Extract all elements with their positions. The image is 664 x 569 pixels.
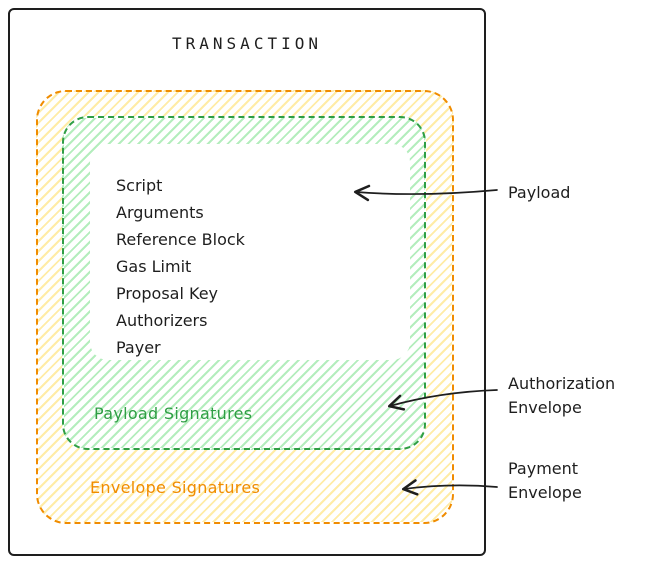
payload-field: Gas Limit bbox=[116, 257, 192, 276]
authorization-envelope-annotation: Authorization Envelope bbox=[508, 374, 616, 417]
payload-field: Payer bbox=[116, 338, 161, 357]
payload-field: Proposal Key bbox=[116, 284, 219, 303]
payload-annotation: Payload bbox=[508, 183, 571, 202]
payload-field: Authorizers bbox=[116, 311, 208, 330]
diagram-title: TRANSACTION bbox=[172, 34, 322, 53]
payload-field: Script bbox=[116, 176, 163, 195]
payload-field: Reference Block bbox=[116, 230, 245, 249]
payload-field: Arguments bbox=[116, 203, 204, 222]
payload-box bbox=[90, 144, 410, 360]
payment-envelope-annotation: Payment Envelope bbox=[508, 459, 582, 502]
payload-signatures-label: Payload Signatures bbox=[94, 404, 253, 423]
envelope-signatures-label: Envelope Signatures bbox=[90, 478, 261, 497]
payload-fields-list: Script Arguments Reference Block Gas Lim… bbox=[116, 172, 245, 361]
